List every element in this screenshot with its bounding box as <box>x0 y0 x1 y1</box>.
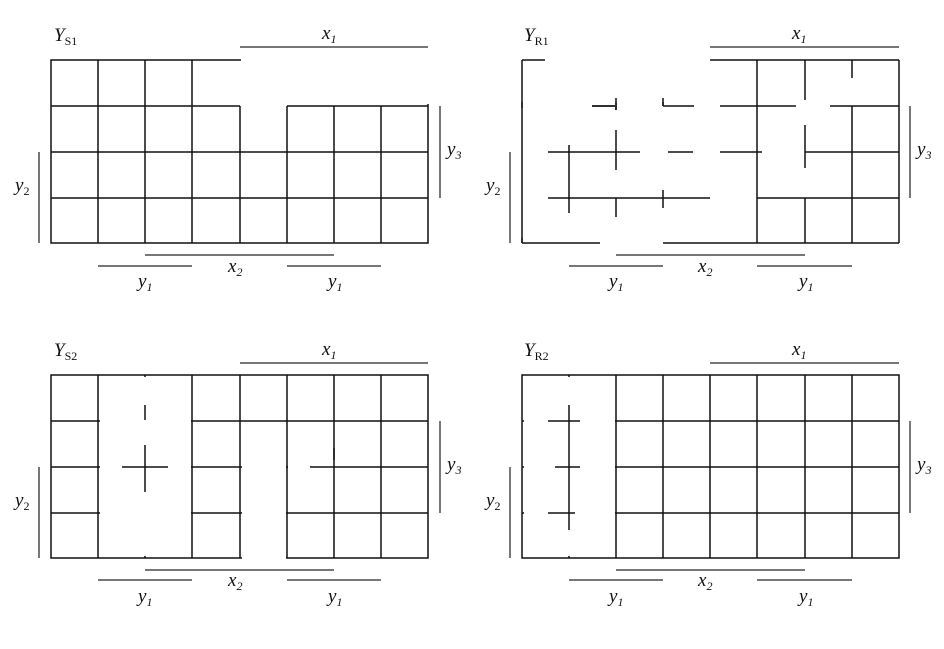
kmap-yr2: YR2 <box>484 339 931 609</box>
var-label-x-top: x1 <box>321 339 336 362</box>
kmap-grid-overlay <box>521 62 664 243</box>
var-label-y-bottom-left: y1 <box>607 271 623 294</box>
var-label-y-left: y2 <box>484 490 500 513</box>
kmap-yr1: YR1 <box>484 23 931 294</box>
var-label-y-bottom-left: y1 <box>607 586 623 609</box>
var-label-x-bottom: x2 <box>697 570 712 593</box>
kmap-title: YR1 <box>524 25 549 48</box>
var-label-y-left: y2 <box>484 175 500 198</box>
variable-brackets <box>509 362 911 581</box>
var-label-x-top: x1 <box>791 23 806 46</box>
var-label-y-bottom-right: y1 <box>797 586 813 609</box>
var-label-y-right: y3 <box>445 454 461 477</box>
var-label-y-left: y2 <box>13 175 29 198</box>
var-label-y-bottom-right: y1 <box>326 271 342 294</box>
loop-region <box>241 58 430 104</box>
kmap-grid-overlay <box>122 405 380 492</box>
kmap-title: YR2 <box>524 340 549 363</box>
var-label-x-top: x1 <box>321 23 336 46</box>
var-label-x-bottom: x2 <box>227 256 242 279</box>
var-label-y-bottom-left: y1 <box>136 271 152 294</box>
var-label-x-bottom: x2 <box>697 256 712 279</box>
var-label-x-top: x1 <box>791 339 806 362</box>
kmap-grid <box>50 59 429 244</box>
var-label-y-right: y3 <box>445 139 461 162</box>
kmap-title: YS1 <box>54 25 77 48</box>
variable-brackets <box>38 46 441 267</box>
var-label-x-bottom: x2 <box>227 570 242 593</box>
loop-region <box>520 62 710 238</box>
variable-brackets <box>38 362 441 581</box>
variable-brackets <box>509 46 911 267</box>
var-label-y-left: y2 <box>13 490 29 513</box>
kmap-ys2: YS2 <box>13 339 461 609</box>
var-label-y-bottom-right: y1 <box>797 271 813 294</box>
kmap-ys1: YS1 x1 y3 y2 <box>13 23 461 294</box>
var-label-y-bottom-left: y1 <box>136 586 152 609</box>
kmap-grid-overlay <box>548 405 580 530</box>
var-label-y-bottom-right: y1 <box>326 586 342 609</box>
var-label-y-right: y3 <box>915 454 931 477</box>
var-label-y-right: y3 <box>915 139 931 162</box>
kmap-title: YS2 <box>54 340 77 363</box>
